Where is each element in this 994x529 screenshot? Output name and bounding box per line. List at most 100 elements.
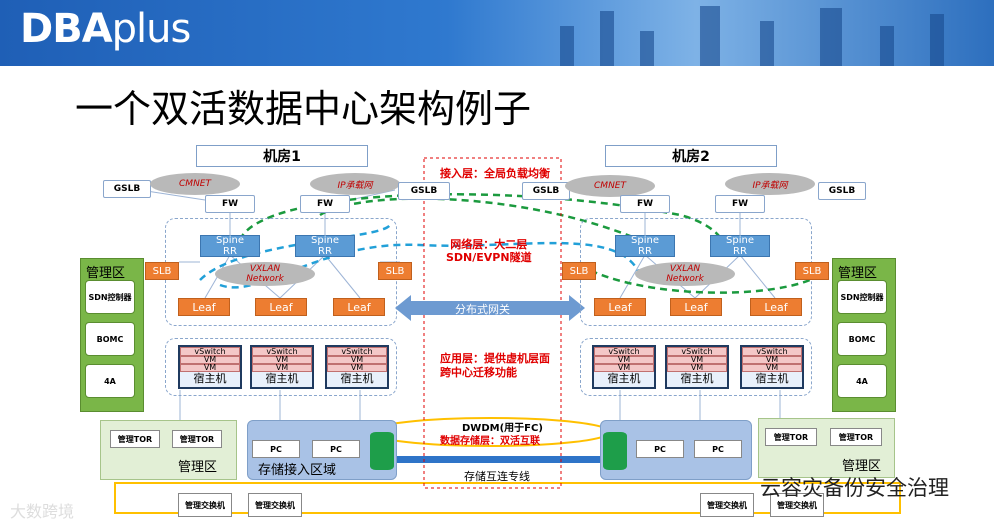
mgmt-switch: 管理交换机 [700,493,754,517]
leaf-box: Leaf [255,298,307,316]
4a-box: 4A [85,364,135,398]
leaf-box: Leaf [333,298,385,316]
distributed-gateway-arrow [395,295,585,321]
mgmt-tor: 管理TOR [765,428,817,446]
ip-network-cloud: IP承载网 [725,173,815,195]
network-layer-text: 网络层：大二层 SDN/EVPN隧道 [446,238,532,264]
watermark-left: 大数跨境 [10,502,75,521]
mgmt-switch: 管理交换机 [248,493,302,517]
vxlan-cloud: VXLAN Network [215,262,315,286]
spine-rr-box: Spine RR [710,235,770,257]
spine-rr-box: Spine RR [200,235,260,257]
pc-box: PC [694,440,742,458]
leaf-box: Leaf [750,298,802,316]
mgmt-area-label: 管理区 [86,266,126,281]
slb-box: SLB [795,262,829,280]
host-label: 宿主机 [607,372,641,385]
fw-box: FW [620,195,670,213]
watermark-right: 云容灾备份安全治理 [760,476,949,500]
dwdm-text: DWDM(用于FC) [462,423,543,434]
host-machine: vSwitch VM VM 宿主机 [665,345,729,389]
fw-box: FW [205,195,255,213]
gslb-box: GSLB [818,182,866,200]
vm: VM [667,364,727,372]
host-label: 宿主机 [193,372,227,385]
vm: VM [667,356,727,364]
gslb-box: GSLB [103,180,151,198]
host-label: 宿主机 [340,372,374,385]
vm: VM [742,356,802,364]
pc-box: PC [312,440,360,458]
bomc-box: BOMC [837,322,887,356]
host-machine: vSwitch VM VM 宿主机 [325,345,389,389]
dbaplus-logo: DBAplus [20,6,191,52]
vm: VM [594,364,654,372]
vswitch: vSwitch [742,347,802,356]
pc-box: PC [636,440,684,458]
bomc-box: BOMC [85,322,135,356]
sdn-controller: SDN控制器 [85,280,135,314]
vswitch: vSwitch [667,347,727,356]
host-machine: vSwitch VM VM 宿主机 [178,345,242,389]
vm: VM [180,356,240,364]
storage-link-label: 存储互连专线 [464,470,530,483]
host-machine: vSwitch VM VM 宿主机 [592,345,656,389]
vm: VM [327,364,387,372]
storage-layer-text: 数据存储层：双活互联 [440,436,540,447]
mgmt-zone-label: 管理区 [842,459,882,474]
leaf-box: Leaf [594,298,646,316]
vswitch: vSwitch [180,347,240,356]
app-layer-text: 应用层：提供虚机层面 跨中心迁移功能 [440,352,550,379]
sdn-controller: SDN控制器 [837,280,887,314]
leaf-box: Leaf [670,298,722,316]
mgmt-switch: 管理交换机 [178,493,232,517]
fw-box: FW [300,195,350,213]
mgmt-switch: 管理交换机 [770,493,824,517]
mgmt-zone-label: 管理区 [178,460,218,475]
host-zone [165,338,397,396]
fw-box: FW [715,195,765,213]
cmnet-cloud: CMNET [565,175,655,197]
gslb-box: GSLB [522,182,570,200]
ip-network-cloud: IP承载网 [310,173,400,195]
vswitch: vSwitch [252,347,312,356]
storage-array-icon [370,432,394,470]
cmnet-cloud: CMNET [150,173,240,195]
vxlan-cloud: VXLAN Network [635,262,735,286]
host-label: 宿主机 [755,372,789,385]
vm: VM [742,364,802,372]
vswitch: vSwitch [327,347,387,356]
host-zone [580,338,812,396]
mgmt-tor: 管理TOR [110,430,160,448]
slb-box: SLB [145,262,179,280]
vswitch: vSwitch [594,347,654,356]
storage-zone-label: 存储接入区域 [258,463,337,478]
gslb-box: GSLB [398,182,450,200]
host-machine: vSwitch VM VM 宿主机 [740,345,804,389]
vm: VM [594,356,654,364]
slb-box: SLB [378,262,412,280]
spine-rr-box: Spine RR [295,235,355,257]
mgmt-tor: 管理TOR [172,430,222,448]
pc-box: PC [252,440,300,458]
host-label: 宿主机 [680,372,714,385]
distributed-gateway-label: 分布式网关 [455,303,510,316]
slide-title: 一个双活数据中心架构例子 [75,87,532,131]
spine-rr-box: Spine RR [615,235,675,257]
mgmt-area-label: 管理区 [838,266,878,281]
storage-array-icon [603,432,627,470]
room2-label: 机房2 [605,145,777,167]
room1-label: 机房1 [196,145,368,167]
header-banner [0,0,994,66]
access-layer-text: 接入层：全局负载均衡 [440,167,550,180]
vm: VM [180,364,240,372]
vm: VM [252,364,312,372]
vm: VM [327,356,387,364]
vm: VM [252,356,312,364]
host-machine: vSwitch VM VM 宿主机 [250,345,314,389]
slb-box: SLB [562,262,596,280]
host-label: 宿主机 [265,372,299,385]
mgmt-tor: 管理TOR [830,428,882,446]
leaf-box: Leaf [178,298,230,316]
4a-box: 4A [837,364,887,398]
